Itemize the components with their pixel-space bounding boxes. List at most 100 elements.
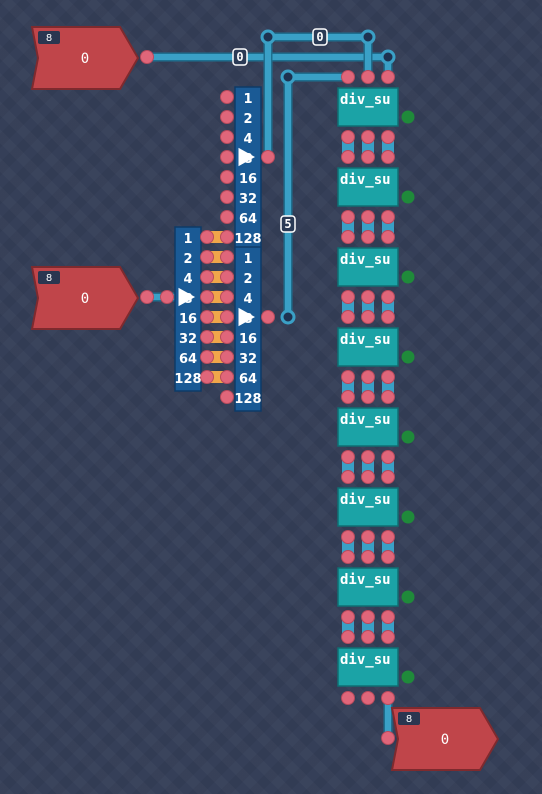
splitter-bottom-bit-pin[interactable]	[220, 230, 234, 244]
div-link-pin-bottom[interactable]	[361, 630, 375, 644]
splitter-left-bit-pin[interactable]	[200, 370, 214, 384]
div-chip[interactable]	[337, 647, 399, 687]
div-chip[interactable]	[337, 167, 399, 207]
div-link-pin-bottom[interactable]	[341, 390, 355, 404]
div-link-pin-top[interactable]	[361, 210, 375, 224]
div-input-pin[interactable]	[381, 70, 395, 84]
splitter-bottom-bit-pin[interactable]	[220, 350, 234, 364]
div-link-pin-top[interactable]	[381, 450, 395, 464]
input-1-output-pin[interactable]	[140, 50, 154, 64]
splitter-top-bit-pin[interactable]	[220, 150, 234, 164]
div-chip[interactable]	[337, 407, 399, 447]
div-link-pin-bottom[interactable]	[381, 150, 395, 164]
div-chip-status-pin[interactable]	[401, 190, 415, 204]
div-chip-status-pin[interactable]	[401, 590, 415, 604]
splitter-bottom-extra-pin[interactable]	[220, 390, 234, 404]
div-chip-status-pin[interactable]	[401, 270, 415, 284]
div-link-pin-bottom[interactable]	[361, 310, 375, 324]
div-link-pin-top[interactable]	[341, 450, 355, 464]
div-chip-status-pin[interactable]	[401, 350, 415, 364]
div-output-pin[interactable]	[361, 691, 375, 705]
splitter-bottom-bit-label: 4	[243, 292, 252, 307]
div-output-pin[interactable]	[381, 691, 395, 705]
splitter-left-bit-pin[interactable]	[200, 330, 214, 344]
splitter-top-bit-pin[interactable]	[220, 110, 234, 124]
div-link-pin-top[interactable]	[361, 370, 375, 384]
div-chip[interactable]	[337, 327, 399, 367]
div-link-pin-bottom[interactable]	[361, 550, 375, 564]
div-chip-status-pin[interactable]	[401, 670, 415, 684]
div-chip[interactable]	[337, 567, 399, 607]
div-link-pin-top[interactable]	[381, 290, 395, 304]
div-link-pin-bottom[interactable]	[341, 150, 355, 164]
div-chip-status-pin[interactable]	[401, 430, 415, 444]
div-link-pin-bottom[interactable]	[381, 630, 395, 644]
div-link-pin-top[interactable]	[341, 370, 355, 384]
div-link-pin-bottom[interactable]	[361, 470, 375, 484]
splitter-top-output-pin[interactable]	[261, 150, 275, 164]
splitter-bottom-bit-pin[interactable]	[220, 290, 234, 304]
splitter-left-bit-pin[interactable]	[200, 310, 214, 324]
splitter-left[interactable]	[174, 226, 202, 392]
div-chip-status-pin[interactable]	[401, 110, 415, 124]
div-link-pin-bottom[interactable]	[361, 230, 375, 244]
splitter-top-bit-pin[interactable]	[220, 90, 234, 104]
splitter-top[interactable]	[234, 86, 262, 252]
div-link-pin-bottom[interactable]	[341, 550, 355, 564]
div-input-pin[interactable]	[361, 70, 375, 84]
splitter-left-bit-pin[interactable]	[200, 250, 214, 264]
output-input-pin[interactable]	[381, 731, 395, 745]
splitter-left-bit-pin[interactable]	[200, 290, 214, 304]
splitter-bottom-output-pin[interactable]	[261, 310, 275, 324]
div-link-pin-bottom[interactable]	[341, 470, 355, 484]
div-link-pin-top[interactable]	[381, 530, 395, 544]
div-link-pin-bottom[interactable]	[361, 150, 375, 164]
div-link-pin-bottom[interactable]	[341, 630, 355, 644]
div-link-pin-top[interactable]	[361, 530, 375, 544]
div-output-pin[interactable]	[341, 691, 355, 705]
div-link-pin-bottom[interactable]	[381, 550, 395, 564]
div-link-pin-top[interactable]	[341, 210, 355, 224]
div-chip[interactable]	[337, 487, 399, 527]
splitter-top-bit-pin[interactable]	[220, 190, 234, 204]
div-link-pin-bottom[interactable]	[381, 470, 395, 484]
div-link-pin-top[interactable]	[381, 130, 395, 144]
div-chip-status-pin[interactable]	[401, 510, 415, 524]
div-link-pin-bottom[interactable]	[341, 310, 355, 324]
input-2-output-pin[interactable]	[140, 290, 154, 304]
splitter-bottom-bit-pin[interactable]	[220, 330, 234, 344]
div-link-pin-top[interactable]	[381, 370, 395, 384]
div-link-pin-top[interactable]	[341, 530, 355, 544]
div-input-pin[interactable]	[341, 70, 355, 84]
splitter-bottom-bit-pin[interactable]	[220, 250, 234, 264]
div-chip[interactable]	[337, 247, 399, 287]
div-link-pin-top[interactable]	[361, 290, 375, 304]
div-link-pin-bottom[interactable]	[341, 230, 355, 244]
div-link-pin-bottom[interactable]	[361, 390, 375, 404]
splitter-bottom-bit-pin[interactable]	[220, 310, 234, 324]
div-link-pin-top[interactable]	[341, 610, 355, 624]
div-link-pin-top[interactable]	[341, 130, 355, 144]
splitter-top-bit-pin[interactable]	[220, 170, 234, 184]
div-link-pin-bottom[interactable]	[381, 230, 395, 244]
splitter-bottom[interactable]	[234, 246, 262, 412]
div-link-pin-bottom[interactable]	[381, 390, 395, 404]
splitter-top-bit-pin[interactable]	[220, 130, 234, 144]
splitter-bottom-bit-pin[interactable]	[220, 370, 234, 384]
splitter-left-bit-pin[interactable]	[200, 230, 214, 244]
div-link-pin-top[interactable]	[381, 610, 395, 624]
splitter-bottom-bit-pin[interactable]	[220, 270, 234, 284]
div-chip[interactable]	[337, 87, 399, 127]
splitter-left-bit-pin[interactable]	[200, 270, 214, 284]
div-link-pin-top[interactable]	[381, 210, 395, 224]
splitter-top-bit-label: 1	[243, 92, 252, 107]
splitter-top-bit-pin[interactable]	[220, 210, 234, 224]
div-link-pin-top[interactable]	[361, 130, 375, 144]
splitter-left-bit-pin[interactable]	[200, 350, 214, 364]
div-link-pin-top[interactable]	[361, 450, 375, 464]
splitter-left-input-pin[interactable]	[160, 290, 174, 304]
div-link-pin-top[interactable]	[361, 610, 375, 624]
div-link-pin-bottom[interactable]	[381, 310, 395, 324]
div-link-pin-top[interactable]	[341, 290, 355, 304]
